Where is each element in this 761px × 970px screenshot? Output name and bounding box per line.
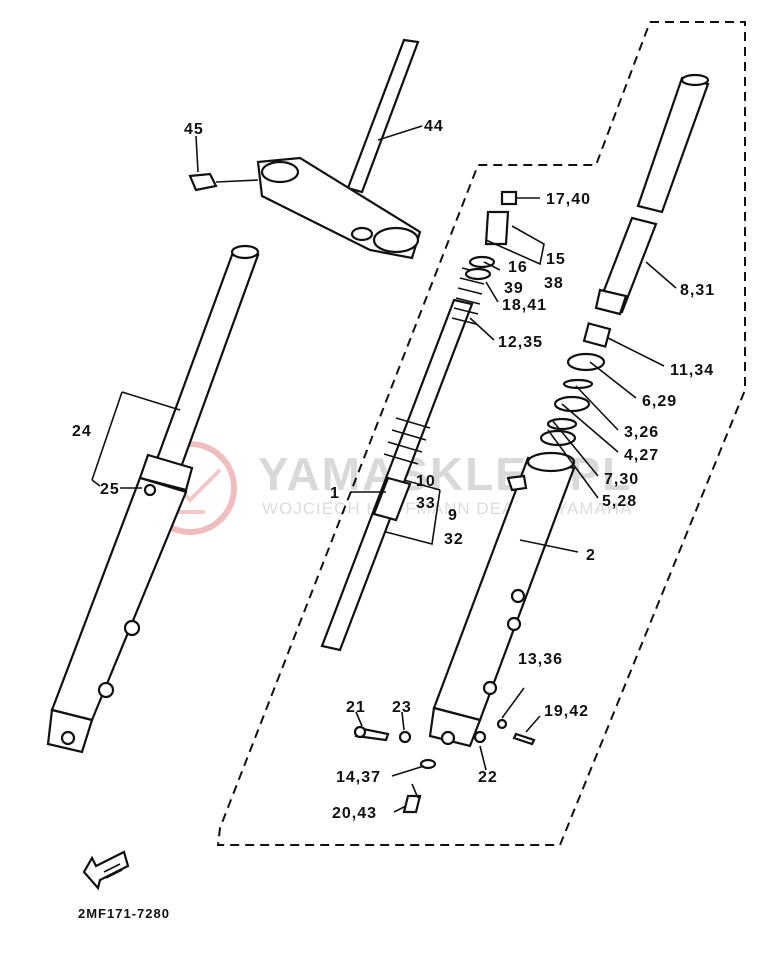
label-21: 21 [346, 699, 366, 716]
fork-cover [594, 73, 710, 316]
label-5-28: 5,28 [602, 493, 637, 510]
inner-tube [320, 298, 474, 652]
label-6-29: 6,29 [642, 393, 677, 410]
label-14-37: 14,37 [336, 769, 381, 786]
label-7-30: 7,30 [604, 471, 639, 488]
steering-bracket [188, 38, 422, 260]
label-45: 45 [184, 121, 204, 138]
label-33: 33 [416, 495, 436, 512]
bottom-hardware [353, 718, 536, 814]
left-fork-assembly [46, 244, 260, 754]
label-15: 15 [546, 251, 566, 268]
label-44: 44 [424, 118, 444, 135]
label-39: 39 [504, 280, 524, 297]
label-32: 32 [444, 531, 464, 548]
label-23: 23 [392, 699, 412, 716]
front-direction-arrow-icon [82, 850, 130, 891]
part-labels: 1 2 5,28 7,30 4,27 3,26 6,29 11,34 8,31 … [72, 118, 715, 822]
label-24: 24 [72, 423, 92, 440]
seal-stack [539, 322, 612, 447]
label-2: 2 [586, 547, 596, 564]
label-3-26: 3,26 [624, 424, 659, 441]
label-4-27: 4,27 [624, 447, 659, 464]
label-1: 1 [330, 485, 340, 502]
cap-bolt-assembly [464, 190, 518, 281]
label-13-36: 13,36 [518, 651, 563, 668]
label-8-31: 8,31 [680, 282, 715, 299]
label-18-41: 18,41 [502, 297, 547, 314]
assembly-dashed-outline [216, 21, 746, 846]
label-20-43: 20,43 [332, 805, 377, 822]
leader-lines [91, 125, 677, 813]
label-12-35: 12,35 [498, 334, 543, 351]
label-19-42: 19,42 [544, 703, 589, 720]
outer-tube [428, 451, 576, 748]
label-22: 22 [478, 769, 498, 786]
label-17-40: 17,40 [546, 191, 591, 208]
label-38: 38 [544, 275, 564, 292]
label-25: 25 [100, 481, 120, 498]
watermark-title: YAMASKLEP.PL [258, 448, 632, 500]
label-9: 9 [448, 507, 458, 524]
diagram-code: 2MF171-7280 [78, 906, 170, 921]
label-16: 16 [508, 259, 528, 276]
label-10: 10 [416, 473, 436, 490]
label-11-34: 11,34 [670, 362, 714, 379]
